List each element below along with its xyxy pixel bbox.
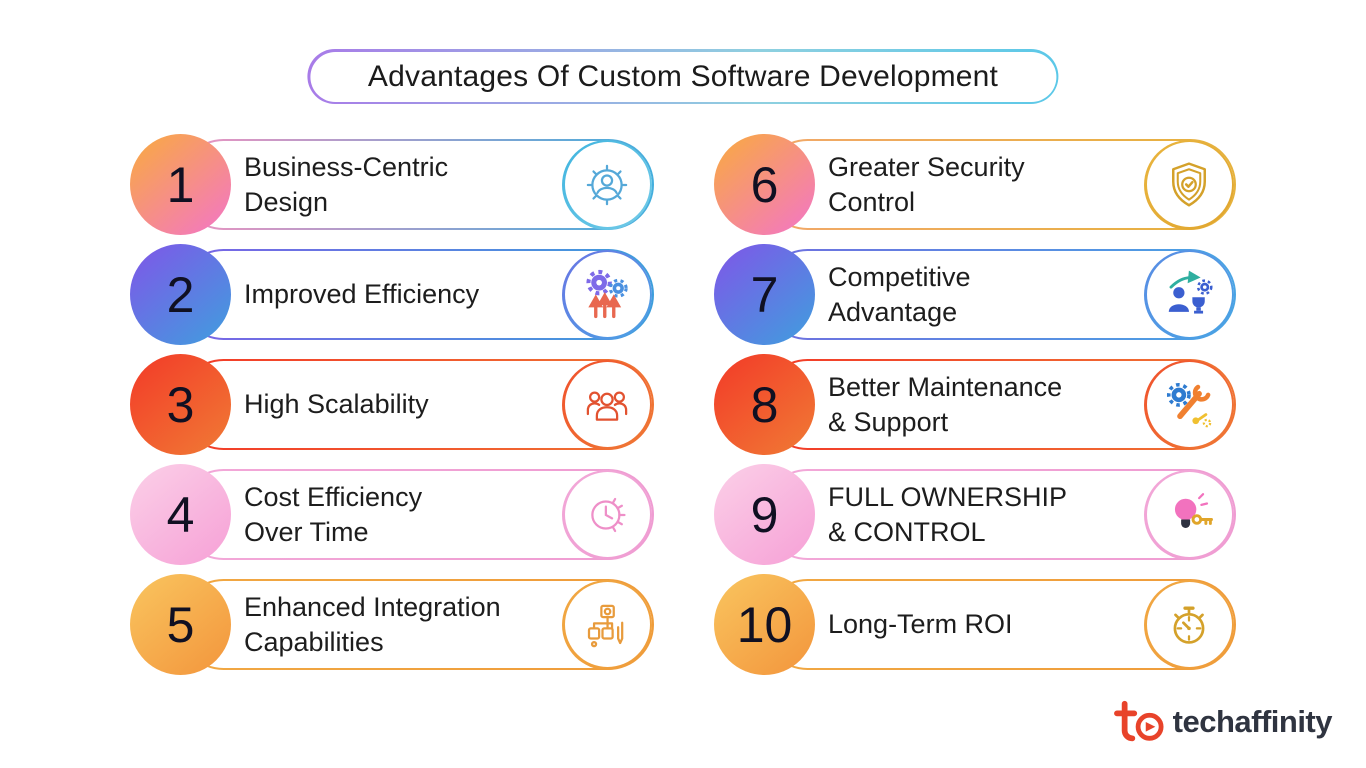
- advantage-item-10: 10 Long-Term ROI: [714, 574, 1236, 675]
- item-label: Greater Security Control: [828, 151, 1025, 217]
- item-number-badge: 7: [714, 244, 815, 345]
- item-number: 5: [166, 596, 195, 653]
- item-number: 6: [750, 156, 779, 213]
- item-label: Enhanced Integration Capabilities: [244, 591, 501, 657]
- item-number-badge: 5: [130, 574, 231, 675]
- item-icon-circle: [1144, 469, 1234, 560]
- item-icon-circle: [562, 579, 652, 670]
- title-pill: Advantages Of Custom Software Developmen…: [307, 49, 1059, 104]
- bulb-key-icon: [1174, 492, 1213, 528]
- advantage-item-1: 1 Business-Centric Design: [130, 134, 654, 235]
- item-icon-circle: [1144, 249, 1234, 340]
- time-cost-icon: [591, 497, 626, 532]
- gears-growth-icon: [586, 269, 628, 318]
- item-number: 4: [166, 486, 195, 543]
- techaffinity-ta-icon: [1113, 700, 1164, 742]
- item-number: 9: [750, 486, 779, 543]
- item-icon-circle: [1144, 359, 1234, 450]
- right-column: 6 Greater Security Control 7 Competitive…: [714, 134, 1236, 675]
- shield-check-icon: [1172, 161, 1206, 206]
- item-label: Business-Centric Design: [244, 151, 449, 217]
- item-label: Competitive Advantage: [828, 261, 971, 327]
- item-label: Long-Term ROI: [828, 609, 1013, 640]
- item-number: 8: [750, 376, 779, 433]
- gear-person-icon: [586, 164, 628, 205]
- item-icon-circle: [562, 469, 652, 560]
- advantage-item-4: 4 Cost Efficiency Over Time: [130, 464, 654, 565]
- team-icon: [586, 391, 628, 421]
- advantage-item-2: 2 Improved Efficiency: [130, 244, 654, 345]
- item-icon-circle: [562, 359, 652, 450]
- item-number-badge: 1: [130, 134, 231, 235]
- item-number-badge: 10: [714, 574, 815, 675]
- item-icon-circle: [562, 249, 652, 340]
- item-label: FULL OWNERSHIP & CONTROL: [828, 481, 1068, 547]
- page-title: Advantages Of Custom Software Developmen…: [309, 51, 1057, 102]
- item-number: 7: [750, 266, 779, 323]
- competitive-icon: [1168, 270, 1213, 314]
- item-label: Cost Efficiency Over Time: [244, 481, 423, 547]
- advantage-item-3: 3 High Scalability: [130, 354, 654, 455]
- item-number-badge: 2: [130, 244, 231, 345]
- brand-name: techaffinity: [1172, 704, 1333, 739]
- item-icon-circle: [562, 139, 652, 230]
- advantage-item-5: 5 Enhanced Integration Capabilities: [130, 574, 654, 675]
- advantage-item-7: 7 Competitive Advantage: [714, 244, 1236, 345]
- item-label: High Scalability: [244, 389, 429, 420]
- item-number: 10: [736, 596, 793, 653]
- item-label: Better Maintenance & Support: [828, 371, 1063, 437]
- item-number-badge: 6: [714, 134, 815, 235]
- item-icon-circle: [1144, 579, 1234, 670]
- item-number-badge: 8: [714, 354, 815, 455]
- item-number-badge: 3: [130, 354, 231, 455]
- item-number-badge: 4: [130, 464, 231, 565]
- item-number: 1: [166, 156, 195, 213]
- item-number: 3: [166, 376, 195, 433]
- advantage-item-9: 9 FULL OWNERSHIP & CONTROL: [714, 464, 1236, 565]
- maintenance-icon: [1166, 382, 1212, 427]
- advantage-item-6: 6 Greater Security Control: [714, 134, 1236, 235]
- advantage-item-8: 8 Better Maintenance & Support: [714, 354, 1236, 455]
- stopwatch-icon: [1173, 605, 1205, 644]
- brand-logo: techaffinity: [1111, 698, 1333, 746]
- item-number: 2: [166, 266, 195, 323]
- item-icon-circle: [1144, 139, 1234, 230]
- integration-icon: [587, 604, 624, 647]
- advantage-board: 1 Business-Centric Design 2 Improved Eff…: [130, 134, 1236, 675]
- item-label: Improved Efficiency: [244, 279, 480, 310]
- item-number-badge: 9: [714, 464, 815, 565]
- left-column: 1 Business-Centric Design 2 Improved Eff…: [130, 134, 654, 675]
